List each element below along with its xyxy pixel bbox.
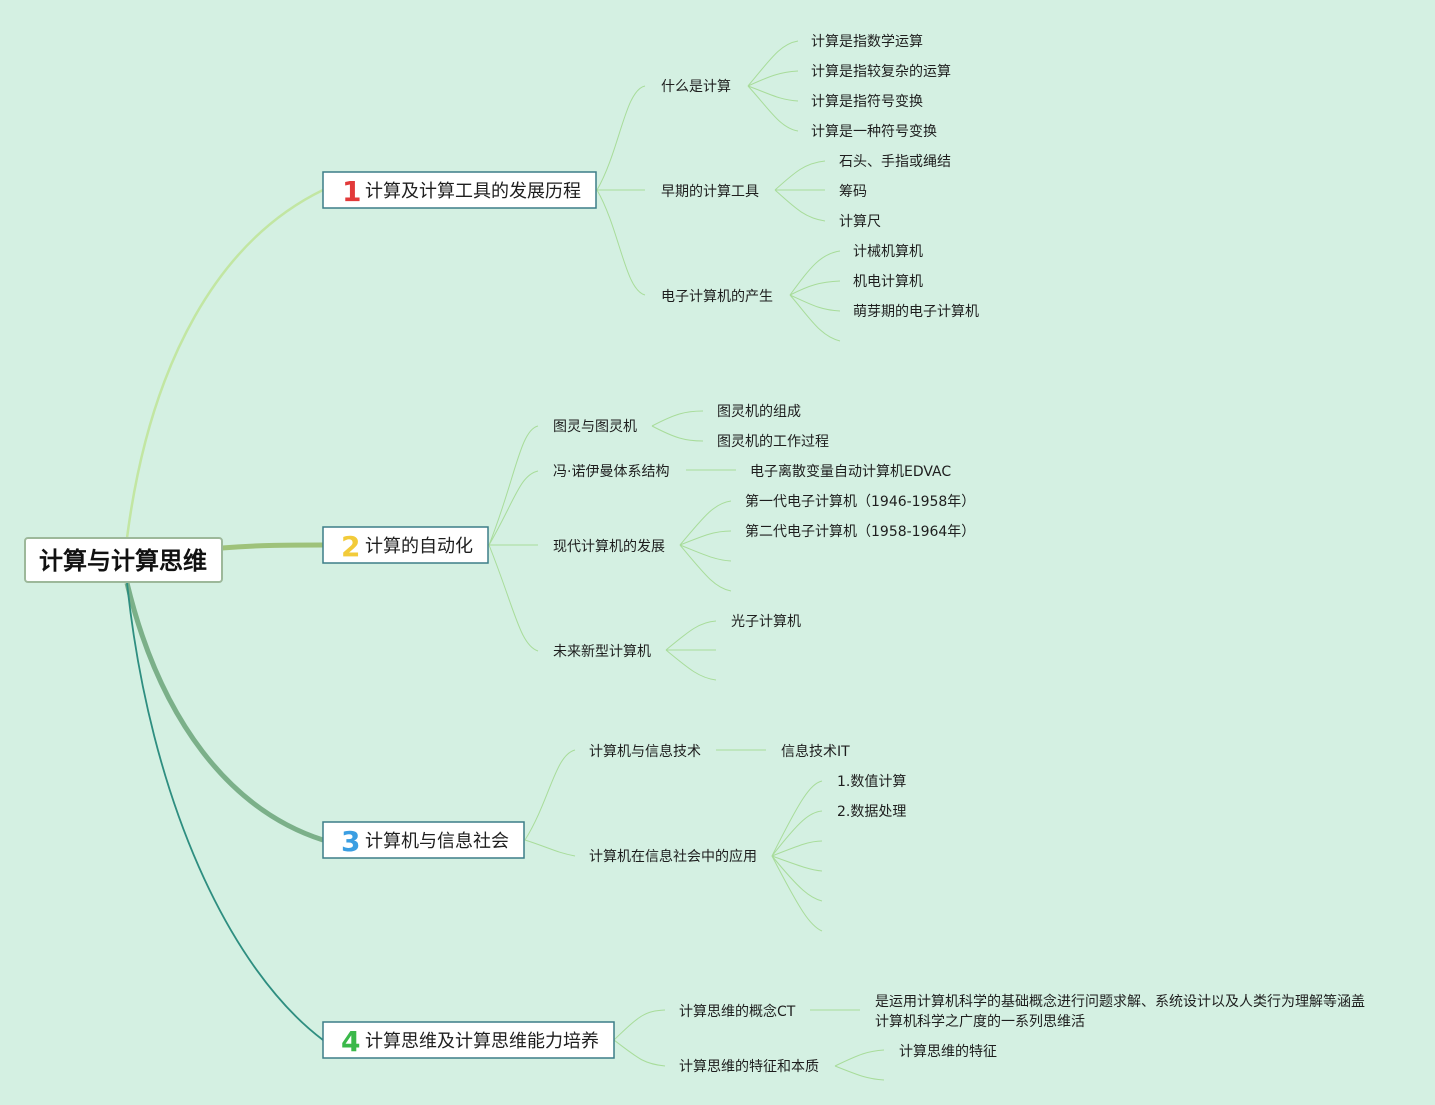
leaf-4-1-1-line-1: 是运用计算机科学的基础概念进行问题求解、系统设计以及人类行为理解等涵盖 bbox=[875, 993, 1365, 1010]
topic-2-number: 2 bbox=[341, 530, 360, 563]
topic-4-number: 4 bbox=[341, 1025, 360, 1058]
subtopic-3-2[interactable]: 计算机在信息社会中的应用 bbox=[589, 848, 757, 865]
leaf-3-2-2[interactable]: 2.数据处理 bbox=[837, 804, 906, 820]
main-branches bbox=[124, 188, 324, 1041]
topic-2-label: 计算的自动化 bbox=[365, 536, 473, 557]
leaf-4-2-1[interactable]: 计算思维的特征 bbox=[899, 1044, 997, 1060]
topic-1-label: 计算及计算工具的发展历程 bbox=[365, 181, 581, 202]
branch-curve-1 bbox=[125, 188, 324, 539]
topic-3-label: 计算机与信息社会 bbox=[365, 831, 509, 852]
branch-curve-3 bbox=[124, 582, 324, 843]
subtopic-2-4[interactable]: 未来新型计算机 bbox=[553, 644, 651, 660]
subtopic-2-3[interactable]: 现代计算机的发展 bbox=[553, 539, 665, 555]
topic-3[interactable]: 3 计算机与信息社会 bbox=[322, 821, 525, 859]
leaf-1-1-4[interactable]: 计算是一种符号变换 bbox=[811, 123, 937, 140]
subtopic-3-1[interactable]: 计算机与信息技术 bbox=[589, 743, 701, 760]
leaf-2-1-1[interactable]: 图灵机的组成 bbox=[717, 404, 801, 420]
leaf-1-1-3[interactable]: 计算是指符号变换 bbox=[811, 93, 923, 110]
root-node[interactable]: 计算与计算思维 bbox=[24, 537, 223, 583]
leaf-3-2-1[interactable]: 1.数值计算 bbox=[837, 774, 906, 790]
topic-2-box bbox=[322, 526, 489, 564]
topic-4-box bbox=[322, 1021, 615, 1059]
topic-4[interactable]: 4 计算思维及计算思维能力培养 bbox=[322, 1021, 615, 1059]
branch-curve-2 bbox=[221, 542, 324, 551]
leaf-1-1-2[interactable]: 计算是指较复杂的运算 bbox=[811, 63, 951, 80]
topic-3-box bbox=[322, 821, 525, 859]
leaf-1-2-1[interactable]: 石头、手指或绳结 bbox=[839, 154, 951, 170]
leaf-2-4-1[interactable]: 光子计算机 bbox=[731, 614, 801, 630]
leaf-4-1-1-line-2: 计算机科学之广度的一系列思维活 bbox=[875, 1014, 1085, 1030]
leaf-1-3-1[interactable]: 计械机算机 bbox=[853, 244, 923, 260]
leaf-1-2-3[interactable]: 计算尺 bbox=[839, 214, 881, 230]
topic-2[interactable]: 2 计算的自动化 bbox=[322, 526, 489, 564]
leaf-2-3-2[interactable]: 第二代电子计算机（1958-1964年） bbox=[745, 523, 975, 540]
subtopic-1-1[interactable]: 什么是计算 bbox=[661, 79, 731, 95]
topic-1[interactable]: 1 计算及计算工具的发展历程 bbox=[322, 171, 597, 209]
subtopic-2-1[interactable]: 图灵与图灵机 bbox=[553, 419, 637, 435]
topic-3-number: 3 bbox=[341, 825, 360, 858]
root-label: 计算与计算思维 bbox=[39, 547, 207, 575]
subtopic-4-1[interactable]: 计算思维的概念CT bbox=[679, 1003, 796, 1020]
branch-curve-4 bbox=[126, 582, 324, 1041]
leaf-1-3-3[interactable]: 萌芽期的电子计算机 bbox=[853, 304, 979, 320]
subtopic-1-2[interactable]: 早期的计算工具 bbox=[661, 184, 759, 200]
leaf-4-1-1[interactable]: 是运用计算机科学的基础概念进行问题求解、系统设计以及人类行为理解等涵盖计算机科学… bbox=[875, 993, 1365, 1030]
topic-1-number: 1 bbox=[342, 175, 361, 208]
topic-1-box bbox=[322, 171, 597, 209]
leaf-1-3-2[interactable]: 机电计算机 bbox=[853, 274, 923, 290]
leaf-1-1-1[interactable]: 计算是指数学运算 bbox=[811, 34, 923, 50]
leaf-3-1-1[interactable]: 信息技术IT bbox=[781, 743, 850, 760]
subtopic-1-3[interactable]: 电子计算机的产生 bbox=[661, 289, 773, 305]
subtopic-2-2[interactable]: 冯·诺伊曼体系结构 bbox=[553, 464, 669, 480]
sub-links bbox=[488, 40, 885, 1081]
subtopic-4-2[interactable]: 计算思维的特征和本质 bbox=[679, 1059, 819, 1075]
root-box bbox=[24, 537, 223, 583]
leaf-1-2-2[interactable]: 筹码 bbox=[839, 183, 867, 200]
leaf-2-1-2[interactable]: 图灵机的工作过程 bbox=[717, 434, 829, 450]
leaf-2-2-1[interactable]: 电子离散变量自动计算机EDVAC bbox=[750, 463, 951, 480]
topic-4-label: 计算思维及计算思维能力培养 bbox=[365, 1031, 599, 1052]
leaf-2-3-1[interactable]: 第一代电子计算机（1946-1958年） bbox=[745, 493, 975, 510]
